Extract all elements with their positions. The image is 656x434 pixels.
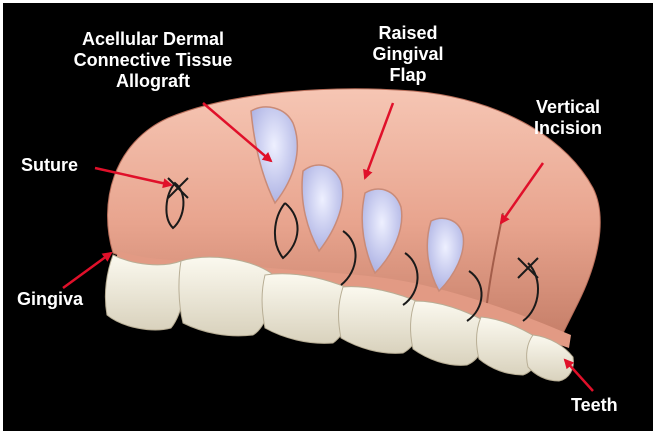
allograft-label-line-3: Allograft [33, 71, 273, 92]
suture-label: Suture [21, 155, 101, 176]
illustration-panel: Acellular Dermal Connective Tissue Allog… [3, 3, 653, 431]
raised-flap-label: Raised Gingival Flap [358, 23, 458, 86]
vertical-incision-label: Vertical Incision [518, 97, 618, 139]
teeth-label: Teeth [571, 395, 641, 416]
gingiva-label-text: Gingiva [17, 289, 107, 310]
teeth-label-text: Teeth [571, 395, 641, 416]
tooth [262, 274, 350, 343]
gingiva-arrow [63, 253, 111, 288]
allograft-label: Acellular Dermal Connective Tissue Allog… [33, 29, 273, 92]
tooth [179, 257, 272, 336]
allograft-label-line-2: Connective Tissue [33, 50, 273, 71]
gingiva-label: Gingiva [17, 289, 107, 310]
raised-flap-label-line-2: Gingival [358, 44, 458, 65]
vertical-incision-label-line-2: Incision [518, 118, 618, 139]
tooth [105, 255, 184, 330]
raised-flap-label-line-3: Flap [358, 65, 458, 86]
raised-flap-label-line-1: Raised [358, 23, 458, 44]
allograft-label-line-1: Acellular Dermal [33, 29, 273, 50]
vertical-incision-label-line-1: Vertical [518, 97, 618, 118]
suture-label-text: Suture [21, 155, 101, 176]
